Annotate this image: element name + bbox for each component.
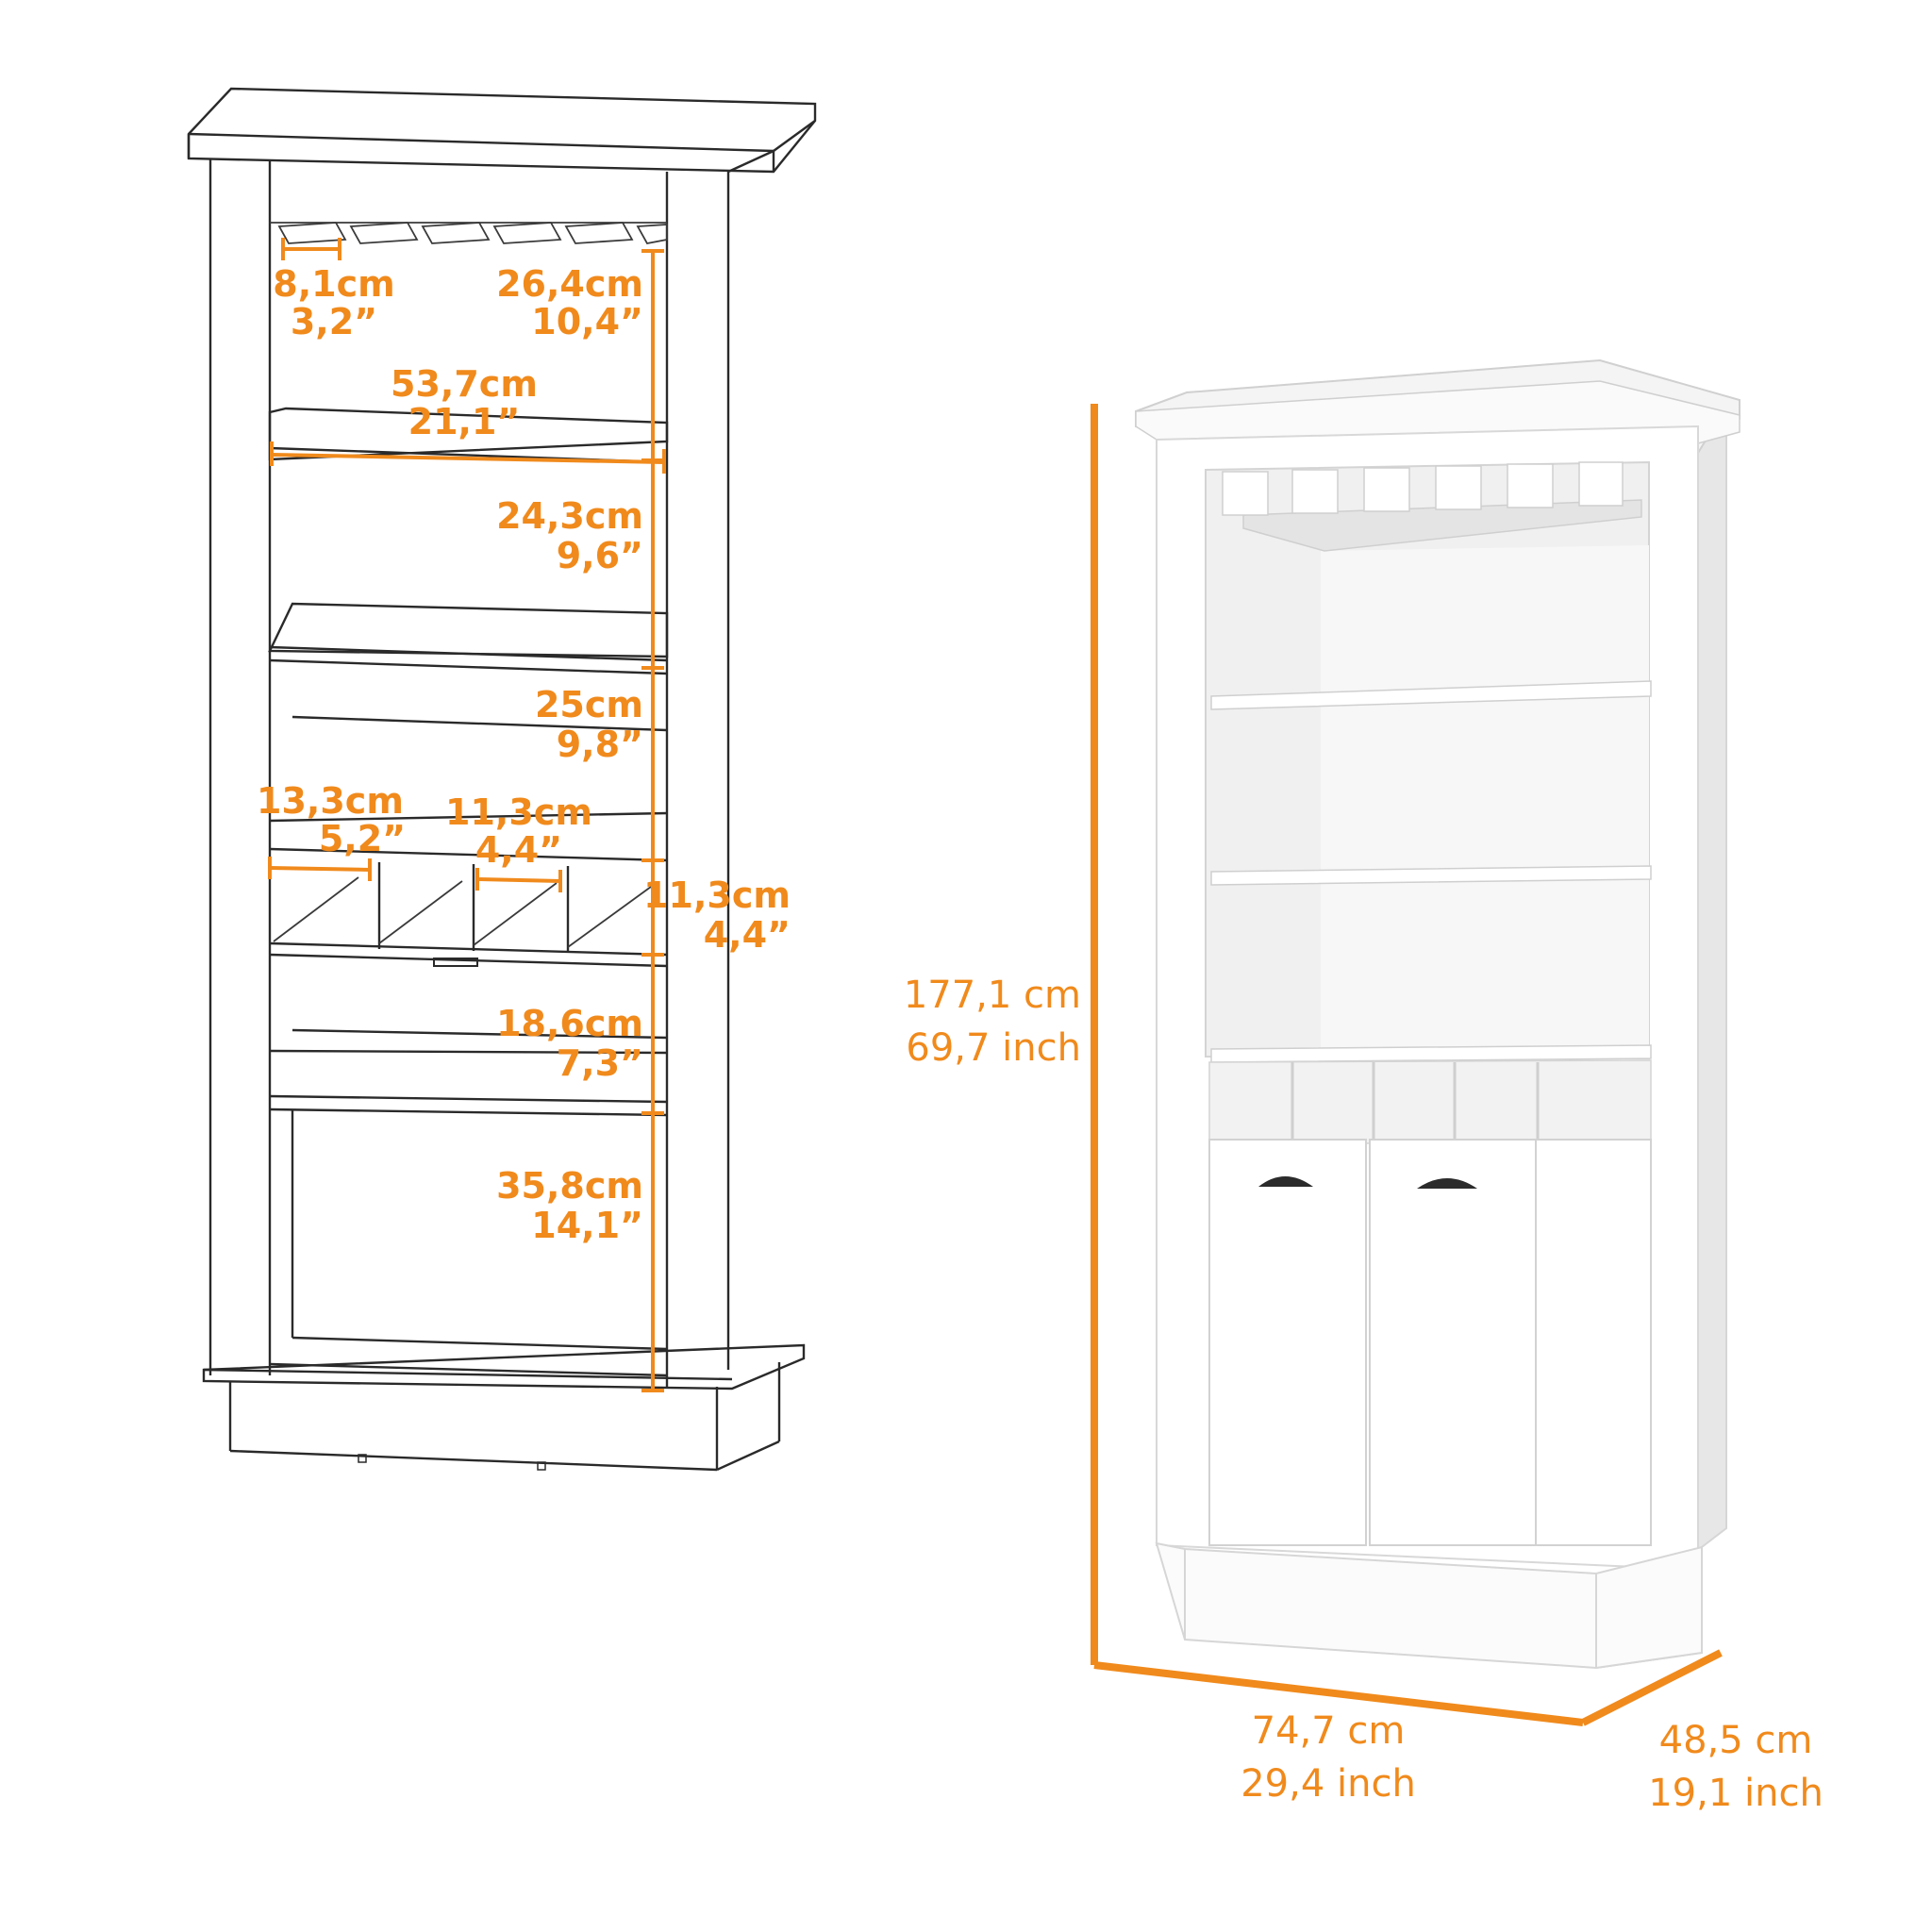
- top-height-in: 10,4”: [531, 301, 643, 342]
- cubby-left-cm: 13,3cm: [257, 780, 404, 822]
- width-in: 29,4 inch: [1241, 1762, 1416, 1806]
- depth-in: 19,1 inch: [1648, 1772, 1824, 1815]
- depth-cm: 48,5 cm: [1659, 1719, 1813, 1762]
- width-cm: 74,7 cm: [1252, 1709, 1406, 1753]
- door-lower-cm: 35,8cm: [496, 1165, 643, 1207]
- door-upper-cm: 18,6cm: [496, 1003, 643, 1044]
- inner-width-in: 21,1”: [408, 401, 521, 442]
- right-door: [1369, 1139, 1537, 1546]
- overall-dimension-lines: [1091, 404, 1723, 1726]
- drawing-dimension-lines: [268, 238, 666, 1392]
- height-in: 69,7 inch: [906, 1026, 1081, 1070]
- left-door: [1208, 1139, 1367, 1546]
- cubby-height-cm: 11,3cm: [643, 874, 791, 916]
- cubby-mid-in: 4,4”: [475, 829, 562, 871]
- rack-width-cm: 8,1cm: [273, 263, 394, 305]
- shelf3-cm: 25cm: [535, 684, 643, 725]
- inner-width-cm: 53,7cm: [391, 363, 538, 405]
- shelf3-in: 9,8”: [557, 724, 643, 765]
- shelf2-in: 9,6”: [557, 535, 643, 576]
- top-height-cm: 26,4cm: [496, 263, 643, 305]
- right-handle-icon: [1417, 1178, 1477, 1189]
- drawing-dimension-labels: 8,1cm 3,2” 26,4cm 10,4” 53,7cm 21,1” 24,…: [257, 263, 791, 1246]
- door-lower-in: 14,1”: [531, 1205, 643, 1246]
- overall-dimension-labels: 177,1 cm 69,7 inch 74,7 cm 29,4 inch 48,…: [904, 974, 1824, 1815]
- cabinet-line-drawing: [187, 87, 817, 1472]
- cubby-left-in: 5,2”: [319, 818, 406, 859]
- glass-rack: [277, 222, 668, 245]
- left-handle-icon: [1258, 1176, 1313, 1187]
- rack-width-in: 3,2”: [291, 301, 377, 342]
- height-cm: 177,1 cm: [904, 974, 1081, 1017]
- cubby-mid-cm: 11,3cm: [445, 791, 592, 833]
- cubby-height-in: 4,4”: [704, 914, 791, 956]
- door-upper-in: 7,3”: [557, 1042, 643, 1084]
- shelf2-cm: 24,3cm: [496, 495, 643, 537]
- cabinet-render: [1135, 358, 1740, 1670]
